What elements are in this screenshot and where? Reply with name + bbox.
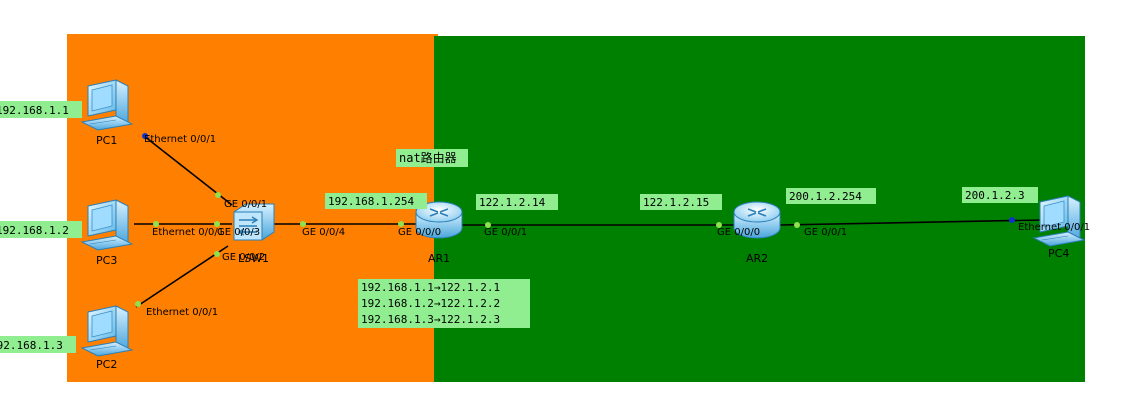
port-dot (716, 222, 722, 228)
pc-icon (81, 199, 133, 251)
ip-tag-ar2-inside: 122.1.2.15 (640, 194, 722, 210)
ar1-device[interactable]: AR1 (415, 201, 463, 265)
ip-tag-pc2: 192.168.1.3 (0, 336, 76, 353)
ar1-ge0-label: GE 0/0/0 (398, 227, 441, 238)
nat-router-note: nat路由器 (396, 149, 468, 167)
port-dot (135, 301, 141, 307)
ip-tag-ar1-inside: 192.168.1.254 (325, 193, 427, 209)
ar1-label: AR1 (428, 252, 450, 265)
nat-router-label: nat路由器 (399, 150, 457, 165)
ip-tag-pc4: 200.1.2.3 (962, 187, 1038, 203)
pc2-device[interactable]: PC2 (81, 305, 133, 371)
link-pc2-lsw1 (135, 245, 229, 308)
ip-ar1-outside: 122.1.2.14 (479, 196, 546, 209)
port-labels: Ethernet 0/0/1 Ethernet 0/0/1 Ethernet 0… (144, 134, 1090, 318)
nat-map-row: 192.168.1.2→122.1.2.2 (361, 297, 500, 310)
ip-tag-ar1-outside: 122.1.2.14 (476, 194, 558, 210)
link-ar2-pc4 (779, 219, 1043, 226)
lsw-ge2-label: GE 0/0/2 (222, 252, 265, 263)
pc2-eth-label: Ethernet 0/0/1 (146, 307, 218, 318)
ip-ar1-inside: 192.168.1.254 (328, 195, 414, 208)
ar2-label: AR2 (746, 252, 768, 265)
lsw1-label: LSW1 (238, 252, 269, 265)
port-dot (794, 222, 800, 228)
ip-ar2-outside: 200.1.2.254 (789, 190, 862, 203)
port-dot (300, 221, 306, 227)
pc1-device[interactable]: PC1 (81, 79, 133, 147)
lsw1-device[interactable]: LSW1 (233, 203, 275, 265)
ip-tag-ar2-outside: 200.1.2.254 (786, 188, 876, 204)
port-dot (214, 251, 220, 257)
ip-pc2: 192.168.1.3 (0, 339, 63, 352)
pc3-device[interactable]: PC3 (81, 199, 133, 267)
ip-ar2-inside: 122.1.2.15 (643, 196, 709, 209)
ip-pc3: 192.168.1.2 (0, 224, 69, 237)
nat-map-row: 192.168.1.3→122.1.2.3 (361, 313, 500, 326)
ip-pc4: 200.1.2.3 (965, 189, 1025, 202)
ar2-ge1-label: GE 0/0/1 (804, 227, 847, 238)
ar2-ge0-label: GE 0/0/0 (717, 227, 760, 238)
ar1-ge1-label: GE 0/0/1 (484, 227, 527, 238)
pc-icon (81, 305, 133, 357)
ip-pc1: 192.168.1.1 (0, 104, 69, 117)
port-dot (1009, 217, 1015, 223)
pc-icon (1033, 195, 1085, 247)
ip-tag-pc3: 192.168.1.2 (0, 221, 82, 238)
nat-map-row: 192.168.1.1→122.1.2.1 (361, 281, 500, 294)
ip-tags: 192.168.1.1 192.168.1.2 192.168.1.3 192.… (0, 101, 1038, 353)
port-dot (215, 192, 221, 198)
pc3-label: PC3 (96, 254, 117, 267)
port-dot (142, 133, 148, 139)
ar2-device[interactable]: AR2 (733, 201, 781, 265)
port-dots (135, 133, 1015, 307)
pc3-eth-label: Ethernet 0/0/1 (152, 227, 224, 238)
pc4-label: PC4 (1048, 247, 1069, 260)
lsw-ge3-label: GE 0/0/3 (217, 227, 260, 238)
pc4-device[interactable]: PC4 (1033, 195, 1085, 260)
links (134, 135, 1043, 308)
port-dot (153, 221, 159, 227)
port-dot (485, 222, 491, 228)
ip-tag-pc1: 192.168.1.1 (0, 101, 82, 118)
port-dot (398, 221, 404, 227)
lsw-ge4-label: GE 0/0/4 (302, 227, 345, 238)
pc4-eth-label: Ethernet 0/0/1 (1018, 222, 1090, 233)
port-dot (214, 221, 220, 227)
nat-mapping-table: 192.168.1.1→122.1.2.1 192.168.1.2→122.1.… (358, 279, 530, 328)
pc-icon (81, 79, 133, 131)
pc2-label: PC2 (96, 358, 117, 371)
pc1-label: PC1 (96, 134, 117, 147)
pc1-eth-label: Ethernet 0/0/1 (144, 134, 216, 145)
lsw-ge1-label: GE 0/0/1 (224, 199, 267, 210)
